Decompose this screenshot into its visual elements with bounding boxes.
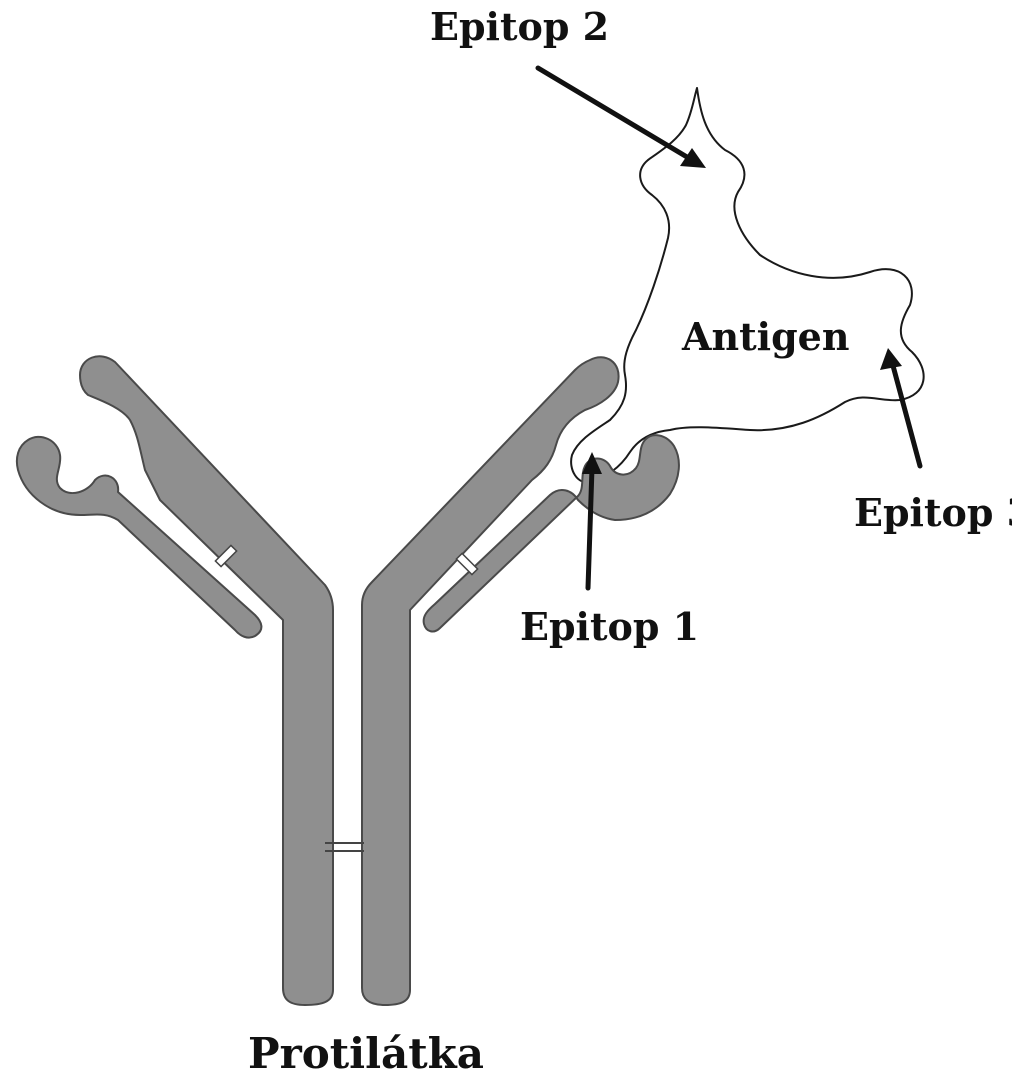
arrow-epitop-2 [538,68,692,160]
antigen-shape [571,88,924,482]
right-light-heavy-link [456,553,477,574]
label-protilatka: Protilátka [248,1029,484,1075]
label-epitop-2: Epitop 2 [430,4,609,49]
label-antigen: Antigen [681,314,849,359]
label-epitop-1: Epitop 1 [520,604,699,649]
left-heavy-chain [80,356,333,1005]
label-epitop-3: Epitop 3 [854,490,1012,535]
